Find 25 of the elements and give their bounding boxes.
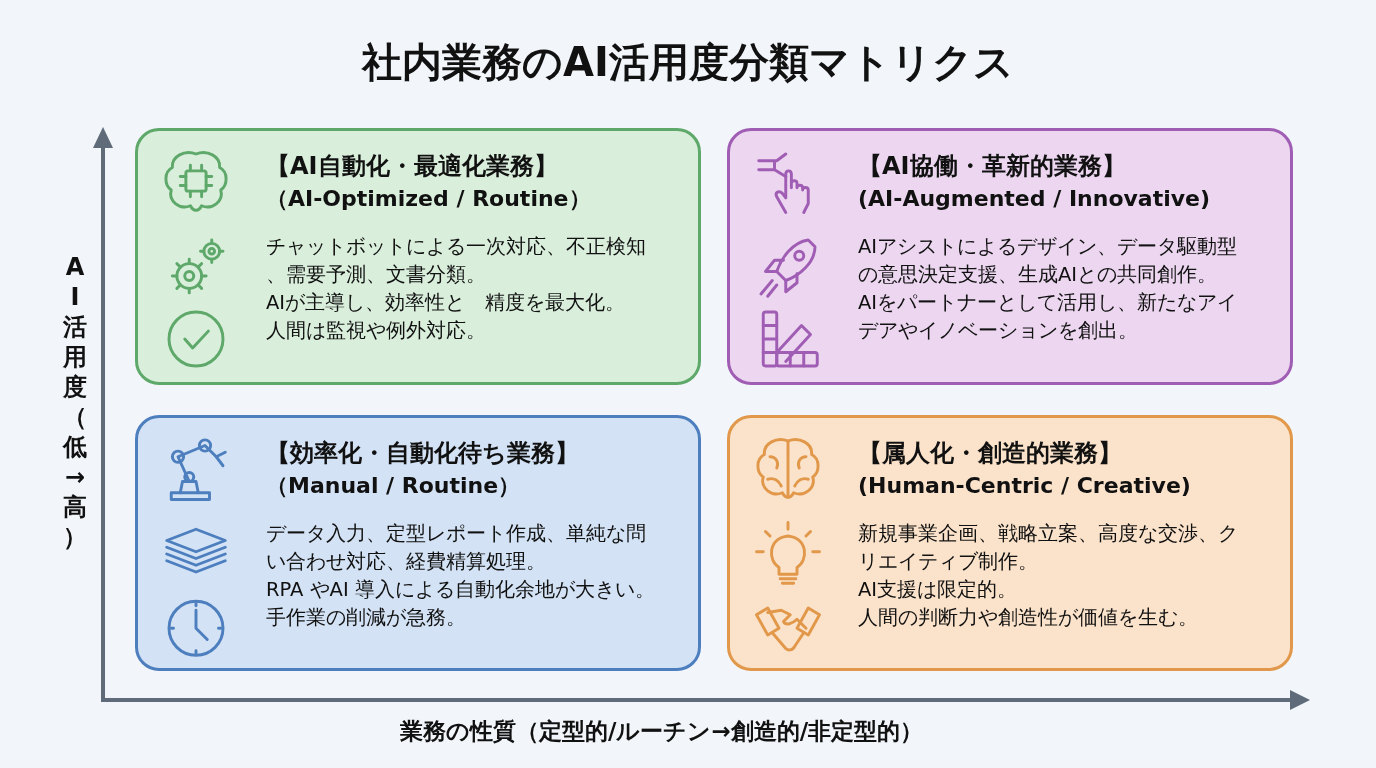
description-text: AIをパートナーとして活用し、新たなアイデアやイノベーションを創出。: [858, 290, 1239, 344]
box-heading: 【効率化・自動化待ち業務】: [266, 438, 580, 469]
description-text: AI支援は限定的。: [858, 577, 1019, 603]
description-text: 新規事業企画、戦略立案、高度な交渉、クリエイティブ制作。: [858, 521, 1239, 575]
quadrant-box: [135, 415, 701, 671]
box-subtitle: (AI-Augmented / Innovative): [858, 185, 1212, 213]
box-subtitle: (Human-Centric / Creative): [858, 472, 1192, 500]
axis-label: AI活用度（低→高）: [62, 252, 88, 552]
title: 社内業務のAI活用度分類マトリクス: [360, 38, 1015, 87]
description-text: 人間は監視や例外対応。: [266, 318, 487, 344]
description-text: チャットボットによる一次対応、不正検知、需要予測、文書分類。: [266, 234, 647, 288]
box-subtitle: （Manual / Routine）: [266, 472, 522, 500]
description-text: データ入力、定型レポート作成、単純な問い合わせ対応、経費精算処理。: [266, 521, 647, 575]
description-text: RPA やAI 導入による自動化余地が大きい。手作業の削減が急務。: [266, 577, 656, 631]
box-heading: 【AI協働・革新的業務】: [858, 151, 1127, 182]
description-text: AIが主導し、効率性と 精度を最大化。: [266, 290, 627, 316]
description-text: 人間の判断力や創造性が価値を生む。: [858, 605, 1199, 631]
quadrant-box: [727, 128, 1293, 385]
axis-label: 業務の性質（定型的/ルーチン→創造的/非定型的）: [400, 717, 924, 746]
box-subtitle: （AI-Optimized / Routine）: [266, 185, 592, 213]
quadrant-box: [135, 128, 701, 385]
description-text: AIアシストによるデザイン、データ駆動型の意思決定支援、生成AIとの共同創作。: [858, 234, 1239, 288]
box-heading: 【AI自動化・最適化業務】: [266, 151, 559, 182]
box-heading: 【属人化・創造的業務】: [858, 438, 1123, 469]
quadrant-box: [727, 415, 1293, 671]
